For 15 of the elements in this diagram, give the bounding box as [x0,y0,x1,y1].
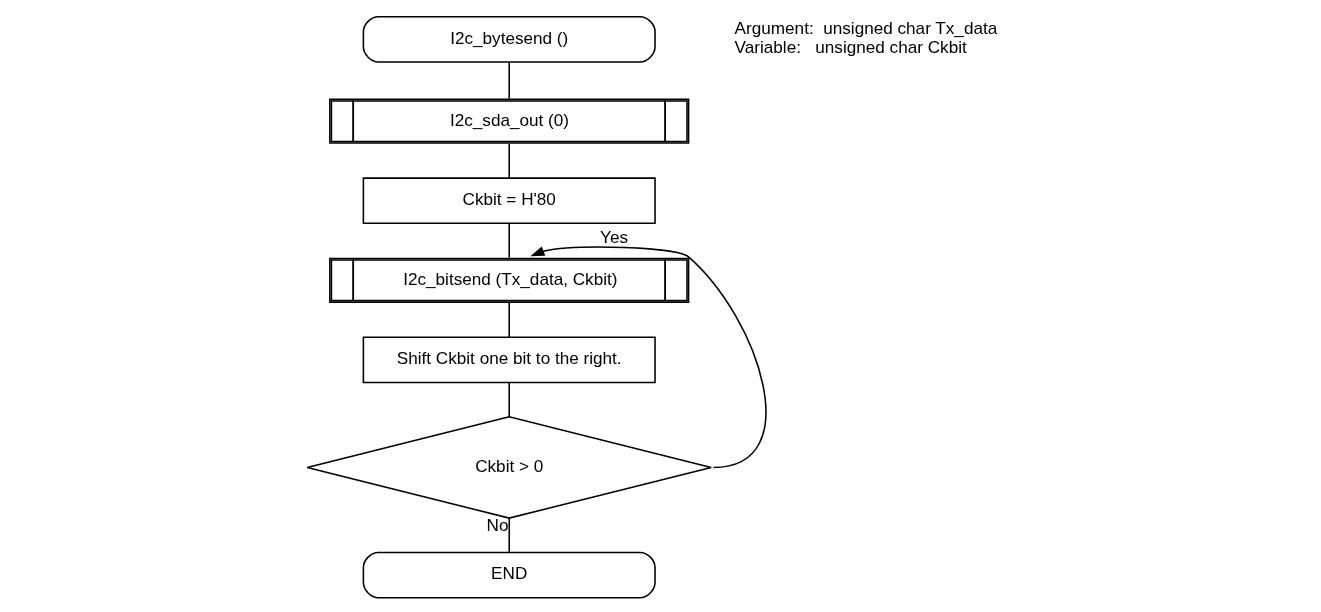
arrow [530,246,767,469]
connector [508,302,510,338]
label: Argument: unsigned char Tx_data [734,18,998,39]
node-box: I2c_bytesend () [362,15,656,63]
node-box: END [362,551,656,599]
node-box: Shift Ckbit one bit to the right. [362,336,656,384]
label: Variable: unsigned char Ckbit [734,37,967,58]
node-diamond: Ckbit > 0 [306,415,712,519]
connector [508,61,510,100]
connector [508,517,510,553]
edge-label: Yes [600,226,629,247]
connector [508,143,510,179]
connector [508,381,510,418]
connector [508,222,510,259]
node-box: Ckbit = H'80 [362,177,656,225]
